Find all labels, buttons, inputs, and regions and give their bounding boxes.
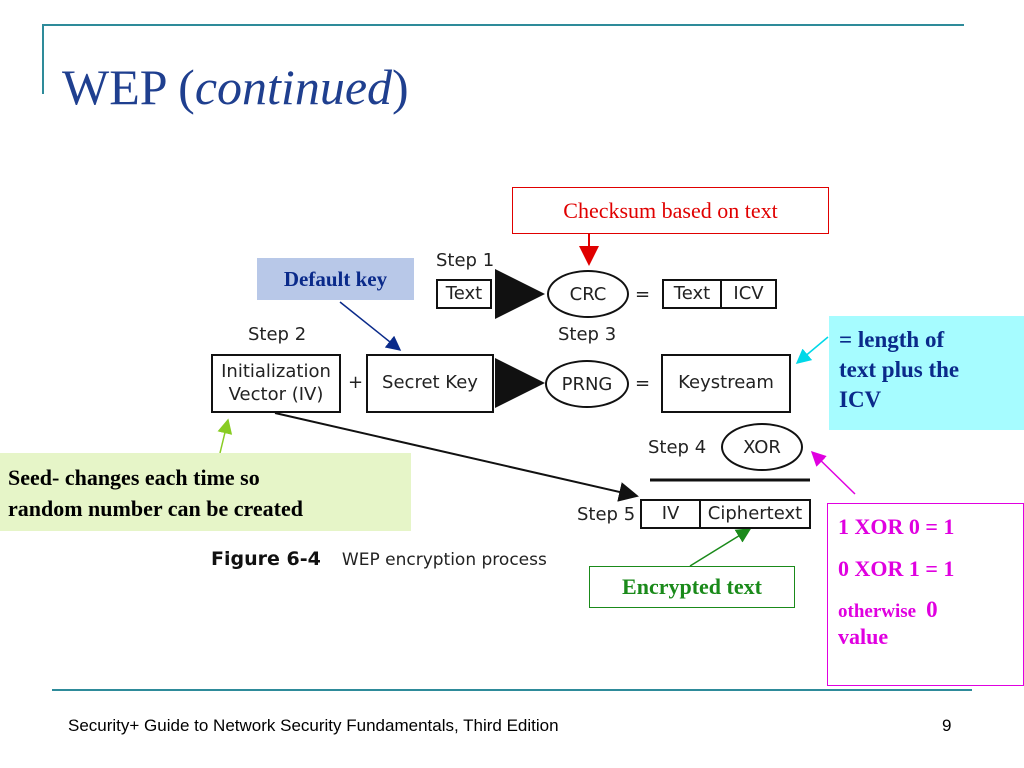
- xor-rule-3a: otherwise: [838, 601, 917, 622]
- xor-ellipse: XOR: [721, 423, 803, 471]
- prng-label: PRNG: [561, 373, 613, 395]
- equals-sign-1: =: [635, 284, 651, 305]
- equals-sign-2: =: [635, 373, 651, 394]
- length-text-line1: = length of: [839, 327, 945, 352]
- title-close: ): [392, 59, 409, 115]
- text-box: Text: [436, 279, 492, 309]
- plus-sign: +: [348, 372, 364, 393]
- output-ciphertext-cell: Ciphertext: [701, 501, 809, 527]
- step2-label: Step 2: [248, 324, 307, 345]
- footer-text: Security+ Guide to Network Security Fund…: [68, 716, 559, 735]
- xor-rule-3b: 0: [926, 597, 938, 622]
- iv-label-line2: Vector (IV): [228, 383, 324, 405]
- encrypted-callout: Encrypted text: [589, 566, 795, 608]
- default-key-callout: Default key: [257, 258, 414, 300]
- xor-rule-3: otherwise 0 value: [838, 596, 1023, 650]
- figure-caption: Figure 6-4 WEP encryption process: [211, 548, 547, 570]
- figure-caption-text: WEP encryption process: [341, 550, 547, 570]
- default-key-text: Default key: [283, 266, 388, 291]
- xor-label: XOR: [743, 436, 781, 458]
- seed-text-line2: random number can be created: [8, 495, 303, 521]
- slide-title: WEP (continued): [62, 62, 409, 112]
- output-iv-cell: IV: [642, 501, 701, 527]
- xor-rules-arrow: [810, 450, 856, 495]
- step5-label: Step 5: [577, 504, 636, 525]
- xor-rule-3c: value: [838, 623, 889, 649]
- length-text-line2: text plus the: [839, 356, 960, 382]
- text-box-label: Text: [445, 282, 483, 304]
- title-accent-horizontal: [42, 24, 964, 26]
- length-arrow: [795, 336, 829, 364]
- title-accent-vertical: [42, 24, 44, 94]
- seed-arrow: [217, 418, 233, 454]
- page-number: 9: [942, 716, 952, 735]
- crc-ellipse: CRC: [547, 270, 629, 318]
- footer-divider: [52, 689, 972, 691]
- iv-label-line1: Initialization: [221, 361, 331, 382]
- length-text-line3: ICV: [839, 386, 882, 412]
- text-icv-icv-cell: ICV: [722, 281, 775, 307]
- keystream-label: Keystream: [678, 372, 774, 394]
- text-icv-text-cell: Text: [664, 281, 722, 307]
- output-ciphertext-label: Ciphertext: [707, 502, 803, 524]
- title-main: WEP (: [62, 59, 195, 115]
- text-icv-icv-label: ICV: [733, 282, 764, 304]
- keystream-box: Keystream: [661, 354, 791, 413]
- xor-rule-2: 0 XOR 1 = 1: [838, 556, 955, 581]
- text-icv-box: Text ICV: [662, 279, 777, 309]
- checksum-text: Checksum based on text: [563, 197, 778, 223]
- iv-box: Initialization Vector (IV): [211, 354, 341, 413]
- step1-label: Step 1: [436, 250, 495, 271]
- arrow-iv-to-output: [274, 412, 639, 502]
- seed-callout: Seed- changes each time so random number…: [0, 453, 411, 531]
- secret-key-label: Secret Key: [382, 372, 478, 394]
- length-callout: = length of text plus the ICV: [829, 316, 1024, 430]
- prng-ellipse: PRNG: [545, 360, 629, 408]
- step3-label: Step 3: [558, 324, 617, 345]
- text-icv-text-label: Text: [673, 282, 711, 304]
- figure-caption-label: Figure 6-4: [211, 548, 321, 570]
- encrypted-text: Encrypted text: [622, 574, 762, 599]
- output-iv-label: IV: [661, 502, 680, 524]
- xor-rules-callout: 1 XOR 0 = 1 0 XOR 1 = 1 otherwise 0 valu…: [827, 503, 1024, 686]
- default-key-arrow: [339, 301, 402, 351]
- crc-label: CRC: [569, 283, 607, 305]
- checksum-callout: Checksum based on text: [512, 187, 829, 234]
- secret-key-box: Secret Key: [366, 354, 494, 413]
- encrypted-arrow: [689, 528, 752, 567]
- output-box: IV Ciphertext: [640, 499, 811, 529]
- title-italic: continued: [194, 59, 393, 115]
- step4-label: Step 4: [648, 437, 707, 458]
- xor-rule-1: 1 XOR 0 = 1: [838, 514, 955, 539]
- seed-text-line1: Seed- changes each time so: [8, 465, 260, 490]
